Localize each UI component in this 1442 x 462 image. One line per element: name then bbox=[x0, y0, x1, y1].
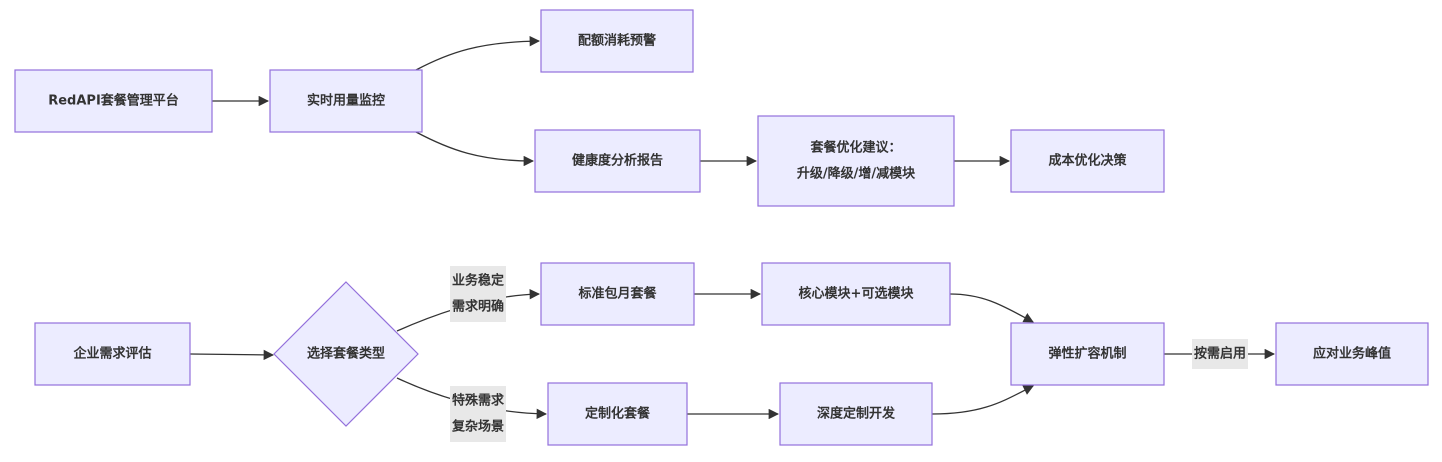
node-label: 弹性扩容机制 bbox=[1048, 346, 1126, 362]
edge-label-background bbox=[450, 386, 506, 442]
node-advice[interactable]: 套餐优化建议： 升级/降级/增/减模块 bbox=[757, 115, 955, 207]
node-label: 配额消耗预警 bbox=[578, 33, 656, 49]
node-box bbox=[534, 129, 701, 193]
edge-deepdev-to-elastic bbox=[931, 385, 1034, 415]
edge-assess-to-choose bbox=[189, 349, 275, 361]
node-label: 健康度分析报告 bbox=[572, 153, 663, 169]
node-label: 标准包月套餐 bbox=[577, 286, 657, 302]
node-box bbox=[761, 262, 951, 326]
node-platform[interactable]: RedAPI套餐管理平台 bbox=[14, 69, 213, 133]
node-alert[interactable]: 配额消耗预警 bbox=[540, 9, 694, 73]
node-box bbox=[269, 69, 423, 133]
node-label: 成本优化决策 bbox=[1048, 153, 1127, 169]
edge-label-text: 需求明确 bbox=[452, 299, 504, 315]
node-label: RedAPI套餐管理平台 bbox=[48, 93, 179, 109]
node-label: 核心模块+可选模块 bbox=[799, 286, 915, 302]
edge-monitor-to-health bbox=[415, 131, 535, 167]
node-label: 企业需求评估 bbox=[72, 346, 151, 362]
edge-label-text: 特殊需求 bbox=[452, 393, 505, 409]
node-modules[interactable]: 核心模块+可选模块 bbox=[761, 262, 951, 326]
edge-label-background bbox=[450, 266, 506, 322]
node-custom[interactable]: 定制化套餐 bbox=[547, 382, 688, 446]
edge-label-text: 复杂场景 bbox=[451, 419, 504, 435]
node-box bbox=[34, 322, 191, 386]
node-box bbox=[757, 115, 955, 207]
node-deepdev[interactable]: 深度定制开发 bbox=[779, 382, 933, 446]
decision-diamond-shape bbox=[273, 281, 419, 427]
node-monitor[interactable]: 实时用量监控 bbox=[269, 69, 423, 133]
node-label: 深度定制开发 bbox=[817, 406, 896, 422]
node-peak[interactable]: 应对业务峰值 bbox=[1275, 322, 1429, 386]
node-choose[interactable]: 选择套餐类型 bbox=[273, 281, 419, 427]
node-box bbox=[540, 9, 694, 73]
node-decision[interactable]: 成本优化决策 bbox=[1010, 129, 1165, 193]
node-label: 应对业务峰值 bbox=[1313, 346, 1391, 362]
node-box bbox=[14, 69, 213, 133]
edge-label-elastic-to-peak: 按需启用 bbox=[1192, 339, 1248, 369]
node-box bbox=[1275, 322, 1429, 386]
node-label: 定制化套餐 bbox=[584, 406, 651, 422]
node-box bbox=[1010, 129, 1165, 193]
edge-label-text: 按需启用 bbox=[1194, 346, 1246, 362]
node-assess[interactable]: 企业需求评估 bbox=[34, 322, 191, 386]
node-box bbox=[1010, 322, 1165, 386]
node-box bbox=[540, 262, 695, 326]
node-health[interactable]: 健康度分析报告 bbox=[534, 129, 701, 193]
node-label: 实时用量监控 bbox=[307, 93, 385, 109]
node-elastic[interactable]: 弹性扩容机制 bbox=[1010, 322, 1165, 386]
node-standard[interactable]: 标准包月套餐 bbox=[540, 262, 695, 326]
node-box bbox=[779, 382, 933, 446]
edge-monitor-to-alert bbox=[415, 35, 541, 71]
node-label: 升级/降级/增/减模块 bbox=[797, 166, 916, 182]
node-label: 选择套餐类型 bbox=[307, 346, 385, 362]
node-label: 套餐优化建议： bbox=[809, 140, 901, 156]
edge-label-text: 业务稳定 bbox=[452, 273, 504, 289]
edge-label-background bbox=[1192, 339, 1248, 369]
node-box bbox=[547, 382, 688, 446]
edge-modules-to-elastic bbox=[949, 293, 1034, 323]
